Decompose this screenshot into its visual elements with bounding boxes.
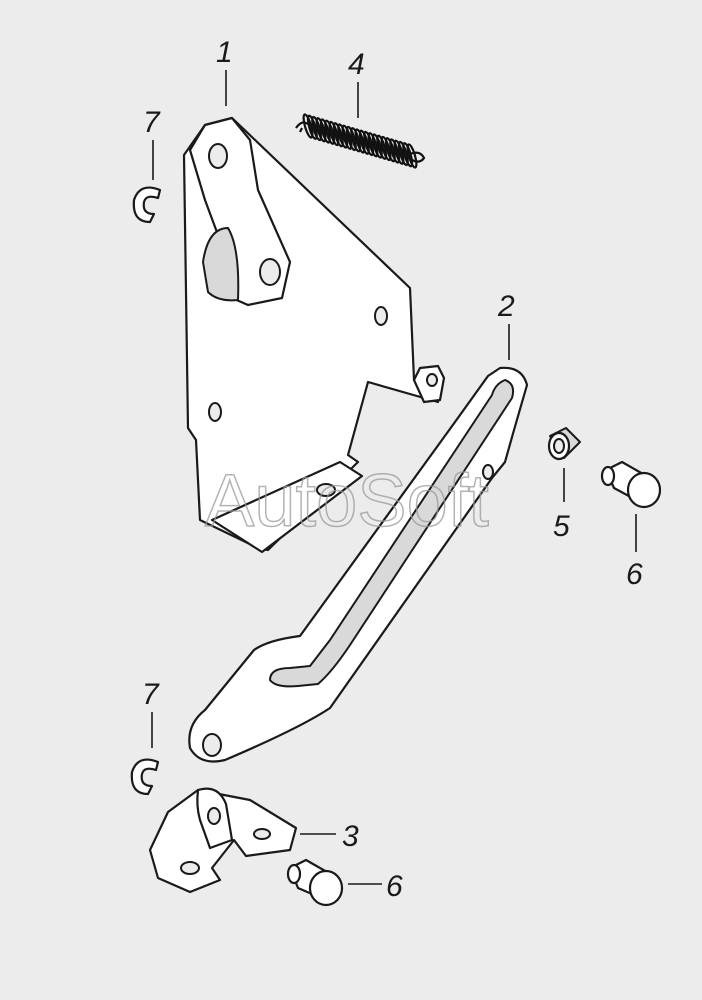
spring-coil-turn — [363, 130, 375, 157]
part-6-pin-upper — [600, 460, 662, 509]
part-7-circlip-lower — [130, 758, 160, 796]
part-6-pin-lower — [286, 858, 344, 907]
spring-coil-turn — [354, 128, 366, 154]
part-1-bracket — [182, 116, 446, 554]
callout-2: 2 — [497, 290, 515, 323]
callout-5: 5 — [553, 510, 570, 543]
spring-coil-turn — [332, 122, 344, 148]
leader-lines — [151, 70, 637, 885]
part-5-bushing — [547, 427, 581, 461]
spring-coil-turn — [384, 137, 396, 163]
spring-coil-turn — [337, 123, 349, 149]
part-7-circlip-upper — [132, 186, 162, 224]
spring-coil-turn — [380, 135, 392, 162]
part-2-lever — [188, 366, 529, 763]
spring-coil-turn — [315, 117, 327, 143]
spring-coil-turn — [367, 132, 379, 158]
callout-3: 3 — [342, 820, 359, 853]
callout-7-upper: 7 — [143, 106, 161, 139]
spring-coil-turn — [358, 129, 370, 155]
callout-1: 1 — [216, 36, 233, 69]
spring-coil-turn — [345, 125, 357, 152]
callout-6-upper: 6 — [626, 558, 643, 591]
spring-coil-turn — [376, 134, 388, 160]
spring-coil-turn — [397, 140, 409, 167]
spring-coil-turn — [350, 127, 362, 153]
spring-coil-turn — [406, 143, 418, 169]
callout-7-lower: 7 — [142, 678, 160, 711]
spring-coil-turn — [319, 118, 331, 144]
callout-4: 4 — [348, 48, 365, 81]
spring-coil-turn — [341, 124, 353, 150]
spring-coil-turn — [371, 133, 383, 159]
part-3-small-bracket — [148, 787, 298, 894]
callout-6-lower: 6 — [386, 870, 403, 903]
spring-coil-turn — [393, 139, 405, 165]
spring-coil-turn — [306, 114, 318, 140]
spring-coil-turn — [328, 120, 340, 147]
spring-coil-turn — [389, 138, 401, 164]
part-4-spring — [295, 113, 426, 169]
spring-coil-turn — [324, 119, 336, 145]
watermark: AutoSoft — [205, 459, 489, 542]
spring-coil-turn — [311, 115, 323, 142]
spring-coil-turn — [302, 113, 314, 139]
